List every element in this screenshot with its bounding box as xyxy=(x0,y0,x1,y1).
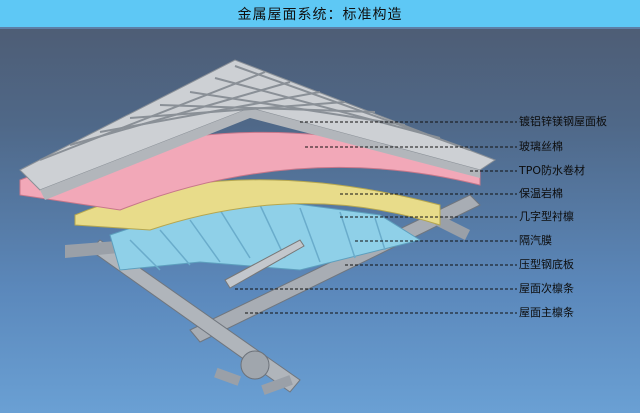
secondary-purlin xyxy=(224,239,305,289)
label-glass-wool: 玻璃丝棉 xyxy=(519,140,563,153)
label-tpo-membrane: TPO防水卷材 xyxy=(519,164,586,177)
label-hat-purlin: 几字型衬檩 xyxy=(519,210,574,223)
label-main-purlin: 屋面主檩条 xyxy=(519,306,574,319)
leader-lines xyxy=(235,121,517,314)
label-secondary-purlin: 屋面次檩条 xyxy=(519,282,574,295)
page-title: 金属屋面系统：标准构造 xyxy=(237,6,403,23)
label-rock-wool: 保温岩棉 xyxy=(519,187,563,200)
roof-system-illustration xyxy=(19,59,517,395)
label-vapor-barrier: 隔汽膜 xyxy=(519,234,552,247)
label-roof-panel: 镀铝锌镁钢屋面板 xyxy=(519,115,607,128)
title-bar: 金属屋面系统：标准构造 xyxy=(0,0,640,29)
label-steel-deck: 压型钢底板 xyxy=(519,258,574,271)
